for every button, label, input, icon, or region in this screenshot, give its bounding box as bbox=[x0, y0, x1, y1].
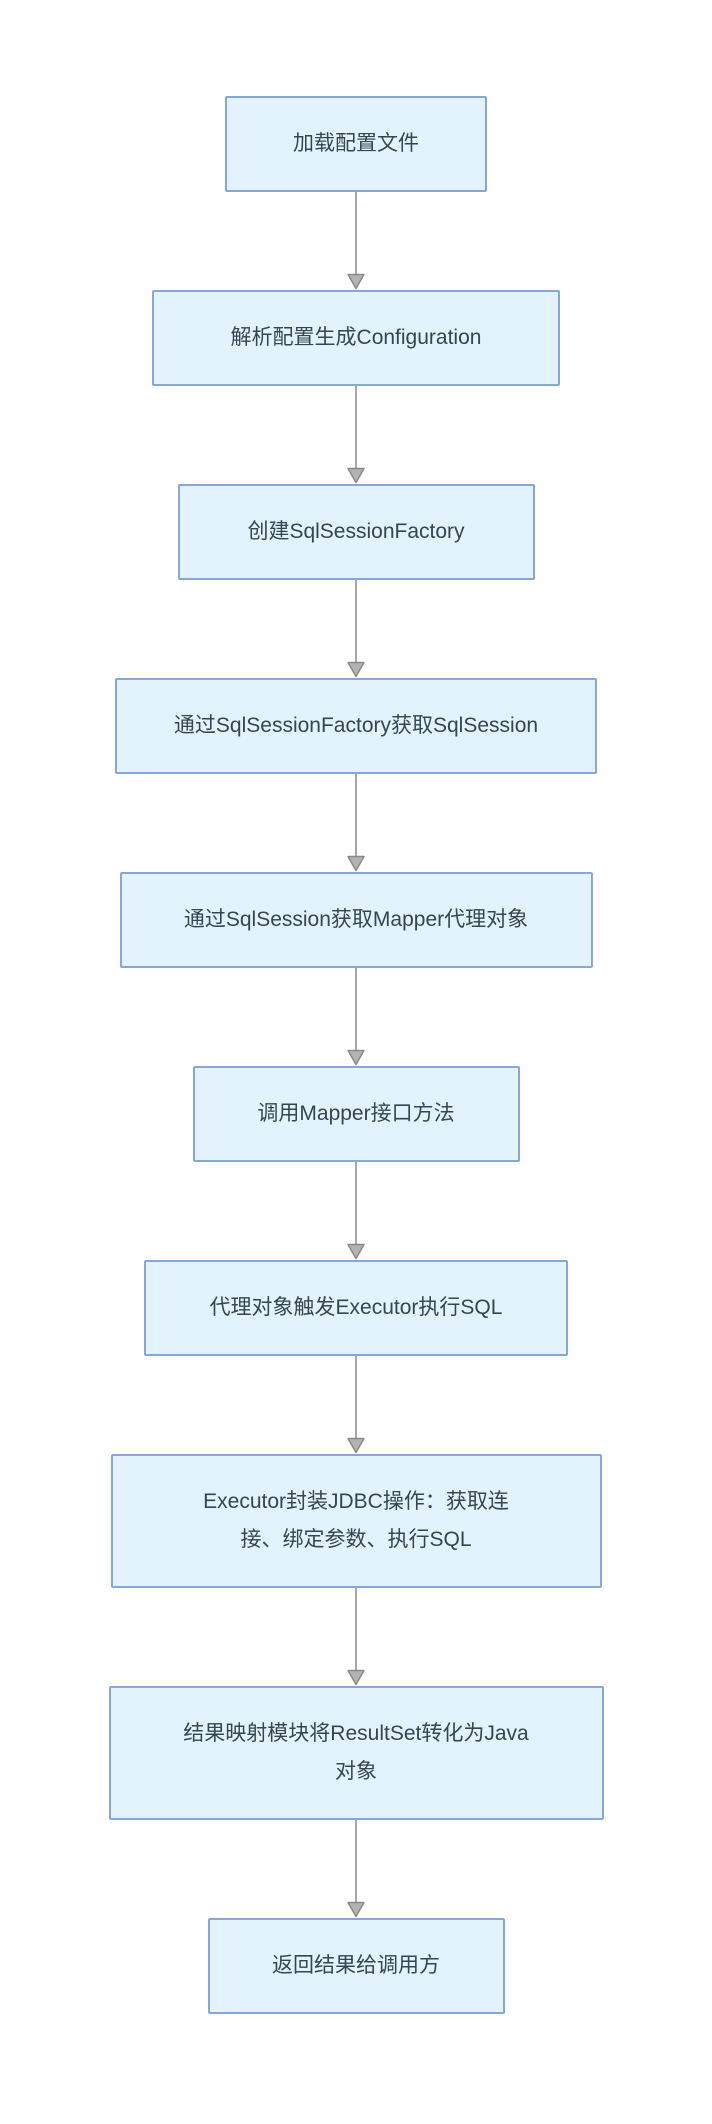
connector-line bbox=[355, 386, 357, 480]
flow-connector bbox=[344, 774, 368, 872]
flow-connector bbox=[344, 1588, 368, 1686]
arrow-down-icon bbox=[347, 1669, 365, 1686]
flow-connector bbox=[344, 580, 368, 678]
flow-node-trigger-executor: 代理对象触发Executor执行SQL bbox=[144, 1260, 568, 1356]
connector-line bbox=[355, 774, 357, 868]
connector-line bbox=[355, 1356, 357, 1450]
flow-node-get-sqlsession: 通过SqlSessionFactory获取SqlSession bbox=[115, 678, 597, 774]
flow-node-get-mapper-proxy: 通过SqlSession获取Mapper代理对象 bbox=[119, 872, 593, 968]
arrow-down-icon bbox=[347, 1243, 365, 1260]
arrow-down-icon bbox=[347, 1049, 365, 1066]
arrow-down-icon bbox=[347, 1437, 365, 1454]
flow-node-result-mapping: 结果映射模块将ResultSet转化为Java对象 bbox=[108, 1686, 604, 1820]
flow-connector bbox=[344, 192, 368, 290]
arrow-down-icon bbox=[347, 855, 365, 872]
flow-connector bbox=[344, 1820, 368, 1918]
arrow-down-icon bbox=[347, 1901, 365, 1918]
arrow-down-icon bbox=[347, 467, 365, 484]
connector-line bbox=[355, 192, 357, 286]
arrow-down-icon bbox=[347, 661, 365, 678]
flow-connector bbox=[344, 1162, 368, 1260]
connector-line bbox=[355, 1820, 357, 1914]
flow-node-executor-jdbc: Executor封装JDBC操作：获取连接、绑定参数、执行SQL bbox=[110, 1454, 602, 1588]
flowchart: 加载配置文件解析配置生成Configuration 创建SqlSessionFac… bbox=[108, 96, 604, 2014]
connector-line bbox=[355, 1588, 357, 1682]
flow-connector bbox=[344, 386, 368, 484]
connector-line bbox=[355, 968, 357, 1062]
flow-connector bbox=[344, 968, 368, 1066]
flow-connector bbox=[344, 1356, 368, 1454]
connector-line bbox=[355, 1162, 357, 1256]
arrow-down-icon bbox=[347, 273, 365, 290]
connector-line bbox=[355, 580, 357, 674]
flow-node-create-factory: 创建SqlSessionFactory bbox=[177, 484, 535, 580]
flow-node-load-config: 加载配置文件 bbox=[225, 96, 487, 192]
flow-node-parse-config: 解析配置生成Configuration bbox=[152, 290, 560, 386]
flow-node-call-mapper-method: 调用Mapper接口方法 bbox=[192, 1066, 520, 1162]
flow-node-return-result: 返回结果给调用方 bbox=[207, 1918, 505, 2014]
